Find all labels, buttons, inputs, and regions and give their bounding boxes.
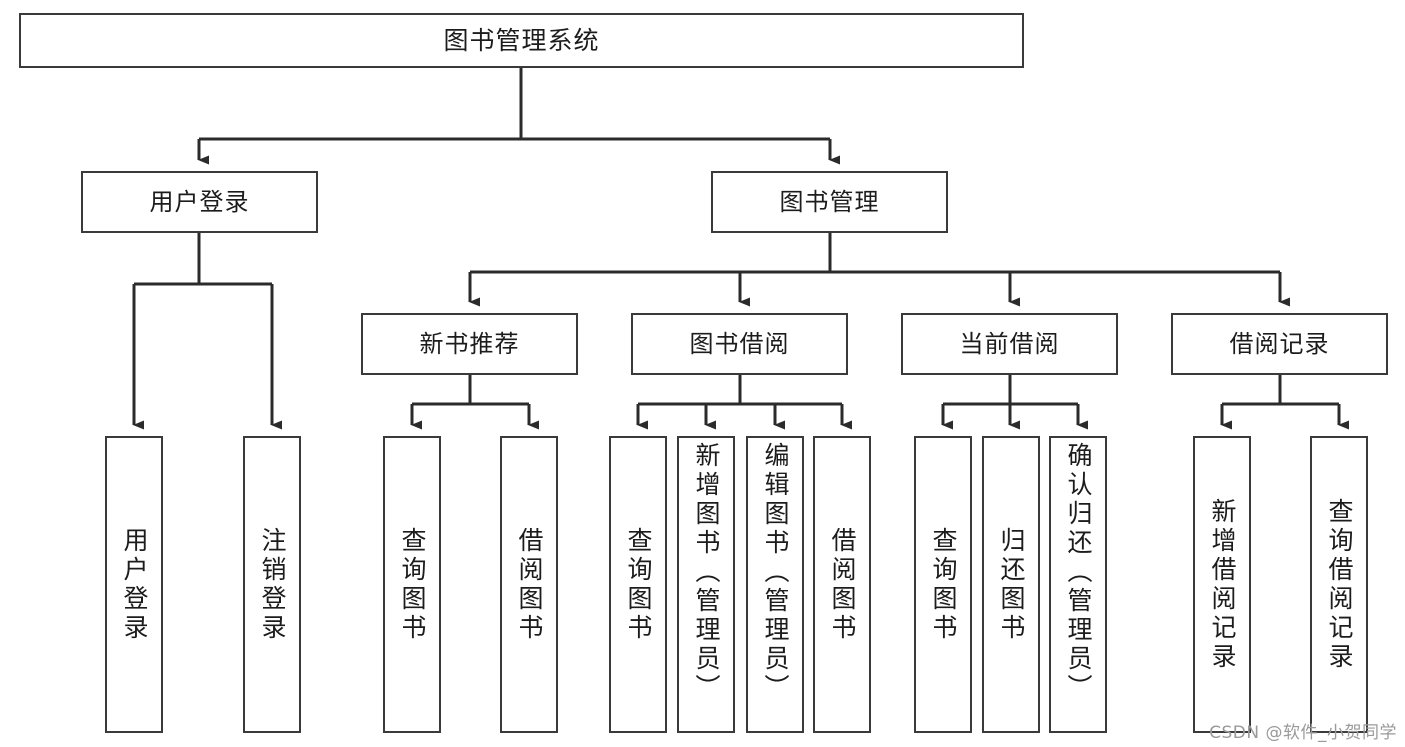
- node-leaf-query-book-borrow-label: 查询图书: [624, 526, 653, 643]
- node-borrow-record-label: 借阅记录: [1229, 330, 1330, 358]
- node-leaf-add-borrow-record[interactable]: 新增借阅记录: [1193, 436, 1251, 733]
- node-leaf-borrow-book-label: 借阅图书: [828, 526, 857, 643]
- node-leaf-query-borrow-record[interactable]: 查询借阅记录: [1310, 436, 1368, 733]
- node-book-management-label: 图书管理: [779, 188, 880, 216]
- node-leaf-query-book-recommend[interactable]: 查询图书: [383, 436, 441, 733]
- node-leaf-confirm-return-label: 确认归还（管理员）: [1064, 442, 1093, 703]
- node-leaf-user-login-label: 用户登录: [120, 526, 149, 643]
- node-leaf-query-book-borrow[interactable]: 查询图书: [609, 436, 667, 733]
- node-book-borrow-label: 图书借阅: [689, 330, 790, 358]
- node-leaf-edit-book-label: 编辑图书（管理员）: [761, 442, 790, 703]
- node-leaf-query-book-current[interactable]: 查询图书: [914, 436, 972, 733]
- node-leaf-logout[interactable]: 注销登录: [243, 436, 301, 733]
- watermark-text: CSDN @软件_小贺同学: [1209, 723, 1397, 743]
- node-root-label: 图书管理系统: [443, 26, 600, 55]
- node-leaf-borrow-book-recommend[interactable]: 借阅图书: [500, 436, 558, 733]
- node-leaf-logout-label: 注销登录: [258, 526, 287, 643]
- node-leaf-add-borrow-record-label: 新增借阅记录: [1208, 497, 1237, 672]
- node-new-book-recommend-label: 新书推荐: [419, 330, 520, 358]
- node-user-login[interactable]: 用户登录: [81, 171, 318, 233]
- node-user-login-label: 用户登录: [149, 188, 250, 216]
- node-leaf-query-book-current-label: 查询图书: [929, 526, 958, 643]
- node-leaf-user-login[interactable]: 用户登录: [105, 436, 163, 733]
- node-root-system[interactable]: 图书管理系统: [19, 13, 1024, 68]
- node-leaf-add-book[interactable]: 新增图书（管理员）: [677, 436, 735, 733]
- node-leaf-return-book[interactable]: 归还图书: [982, 436, 1040, 733]
- node-leaf-confirm-return[interactable]: 确认归还（管理员）: [1049, 436, 1107, 733]
- node-current-borrow-label: 当前借阅: [959, 330, 1060, 358]
- node-borrow-record[interactable]: 借阅记录: [1171, 313, 1388, 375]
- node-leaf-query-borrow-record-label: 查询借阅记录: [1325, 497, 1354, 672]
- node-leaf-borrow-book-recommend-label: 借阅图书: [515, 526, 544, 643]
- node-leaf-query-book-recommend-label: 查询图书: [398, 526, 427, 643]
- node-leaf-borrow-book[interactable]: 借阅图书: [813, 436, 871, 733]
- node-leaf-add-book-label: 新增图书（管理员）: [692, 442, 721, 703]
- node-new-book-recommend[interactable]: 新书推荐: [361, 313, 578, 375]
- node-leaf-edit-book[interactable]: 编辑图书（管理员）: [746, 436, 804, 733]
- node-book-borrow[interactable]: 图书借阅: [631, 313, 848, 375]
- node-leaf-return-book-label: 归还图书: [997, 526, 1026, 643]
- node-current-borrow[interactable]: 当前借阅: [901, 313, 1118, 375]
- node-book-management[interactable]: 图书管理: [711, 171, 948, 233]
